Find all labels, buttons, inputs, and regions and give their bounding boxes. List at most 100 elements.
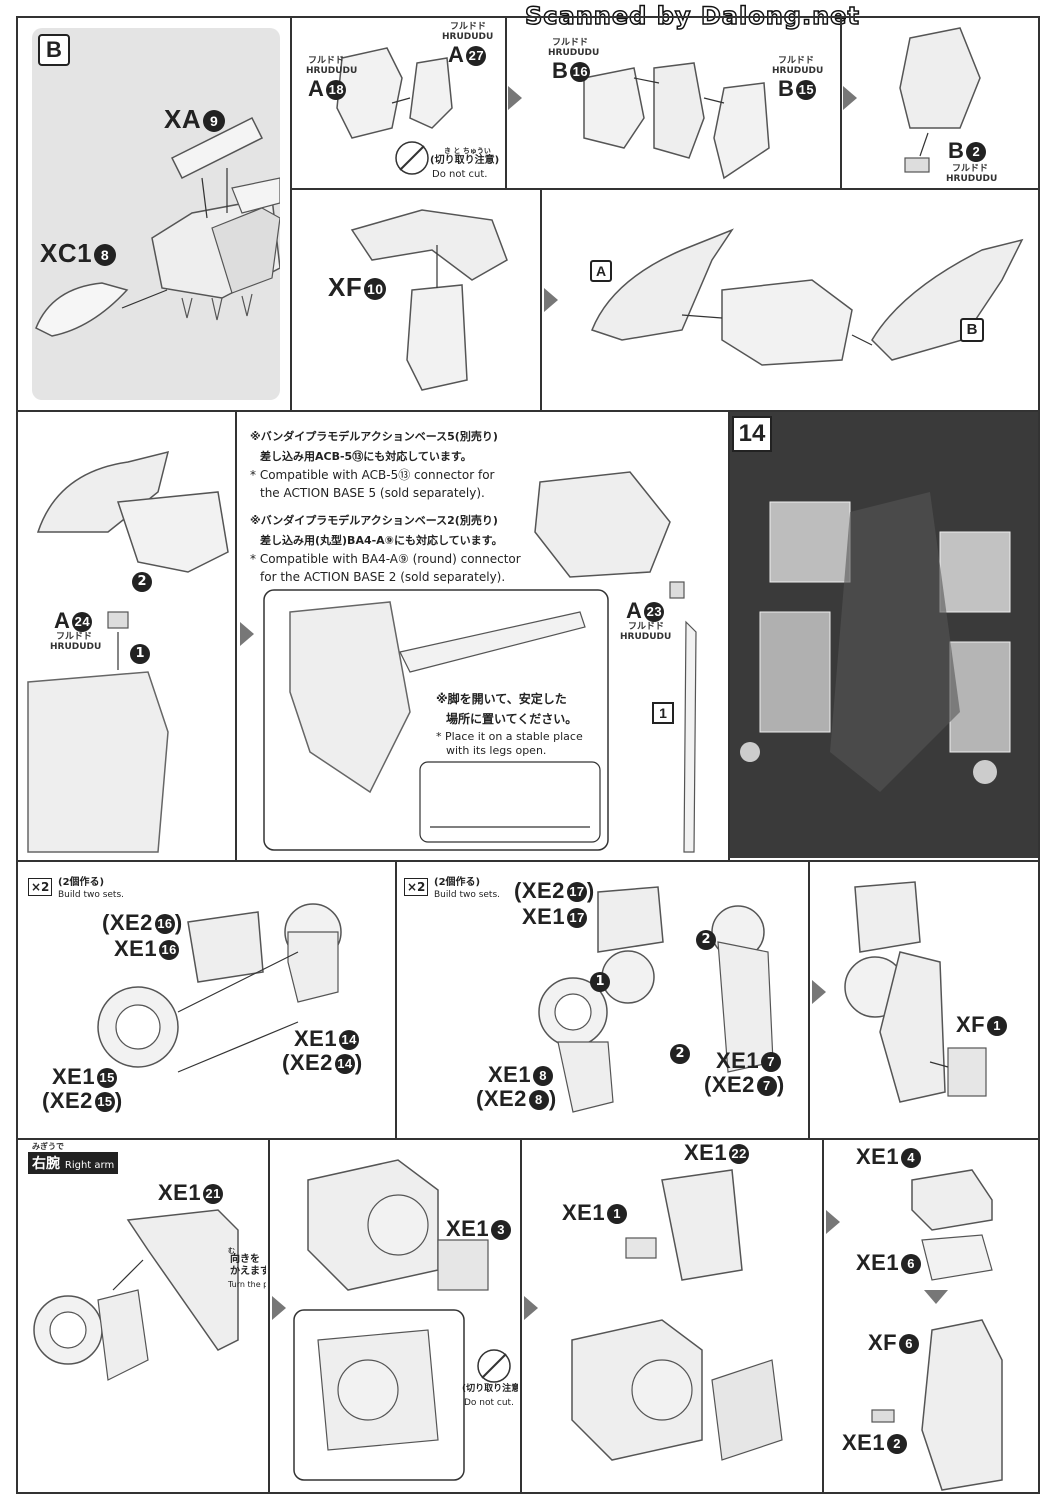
- joint-assembly-drawing: [97, 903, 342, 1073]
- helmet-head-drawing: [35, 116, 280, 337]
- step-2-marker: 2: [696, 930, 716, 950]
- sub-b16: HRUDUDU: [548, 48, 600, 58]
- down-arrow: [924, 1290, 948, 1304]
- ruby-a27: フルドド: [450, 22, 487, 32]
- note1-en: * Compatible with ACB-5⑬ connector for: [250, 468, 495, 482]
- caution-en: Do not cut.: [432, 169, 488, 180]
- sub-b15: HRUDUDU: [772, 66, 824, 76]
- divider: [540, 188, 542, 410]
- turn-jp2: かえます。: [230, 1266, 266, 1277]
- step-arrow: [826, 1210, 840, 1234]
- divider: [16, 410, 1040, 412]
- divider: [290, 16, 292, 410]
- divider: [16, 1138, 1040, 1140]
- note2-jp2: 差し込み用(丸型)BA4-A⑨にも対応しています。: [260, 534, 503, 547]
- step-2-marker: 2: [670, 1044, 690, 1064]
- step-1-marker: 1: [590, 972, 610, 992]
- note2-en: * Compatible with BA4-A⑨ (round) connect…: [250, 552, 521, 566]
- tag-a: A: [590, 260, 612, 282]
- x2-badge-a: ×2: [28, 878, 53, 896]
- step-arrow: [508, 86, 522, 110]
- upper-arm-drawing: [33, 1209, 239, 1381]
- tag-b: B: [960, 318, 984, 342]
- shoulder-joint-drawing: [871, 1169, 1003, 1491]
- x2-en-b: Build two sets.: [434, 890, 501, 900]
- ruby-a18: フルドド: [308, 56, 345, 66]
- ruby-b15: フルドド: [778, 56, 815, 66]
- divider: [395, 860, 397, 1138]
- torso-parts-drawing: [336, 47, 453, 175]
- step14-photo-panel: 14: [730, 412, 1038, 858]
- stand-note-en2: with its legs open.: [446, 744, 547, 757]
- caution-ruby: き と ちゅうい: [444, 147, 491, 155]
- elbow-assembly-drawing: [538, 886, 774, 1113]
- divider: [822, 1138, 824, 1494]
- caution-jp: (切り取り注意): [430, 155, 500, 166]
- stand-note-jp: ※脚を開いて、安定した: [436, 692, 567, 706]
- divider: [520, 1138, 522, 1494]
- turn-ruby: む: [228, 1247, 235, 1255]
- divider: [16, 860, 1040, 862]
- divider: [268, 1138, 270, 1494]
- row3-middle: ※バンダイプラモデルアクションベース5(別売り) 差し込み用ACB-5⑬にも対応…: [250, 412, 726, 858]
- caution-jp-2: (切り取り注意): [462, 1384, 518, 1394]
- divider: [235, 410, 237, 860]
- step-1-marker: 1: [130, 644, 150, 664]
- step-arrow: [524, 1296, 538, 1320]
- step-arrow: [240, 622, 254, 646]
- header-ruby: みぎうで: [32, 1142, 64, 1151]
- x2-badge-b: ×2: [404, 878, 429, 896]
- robot-arms-silhouette: [740, 492, 1011, 792]
- step-arrow: [544, 288, 558, 312]
- section-b-tag: B: [38, 34, 70, 66]
- note1-jp: ※バンダイプラモデルアクションベース5(別売り): [250, 430, 498, 443]
- x2-jp-a: (2個作る): [58, 877, 105, 888]
- sub-a18: HRUDUDU: [306, 66, 358, 76]
- note2-en2: for the ACTION BASE 2 (sold separately).: [260, 570, 506, 584]
- note1-jp2: 差し込み用ACB-5⑬にも対応しています。: [260, 450, 472, 463]
- x2-en-a: Build two sets.: [58, 890, 125, 900]
- stand-assembly-drawing: [263, 471, 697, 853]
- step-arrow: [843, 86, 857, 110]
- divider: [840, 16, 842, 188]
- backpack-frame-drawing: [350, 209, 508, 391]
- ruby-b2: フルドド: [952, 164, 989, 174]
- ruby-a23: フルドド: [628, 622, 665, 632]
- backpack-assembly-drawing: [591, 228, 1024, 366]
- page-frame: [16, 16, 1040, 1494]
- note1-en2: the ACTION BASE 5 (sold separately).: [260, 486, 485, 500]
- turn-jp: 向きを: [230, 1254, 260, 1265]
- sub-a27: HRUDUDU: [442, 32, 494, 42]
